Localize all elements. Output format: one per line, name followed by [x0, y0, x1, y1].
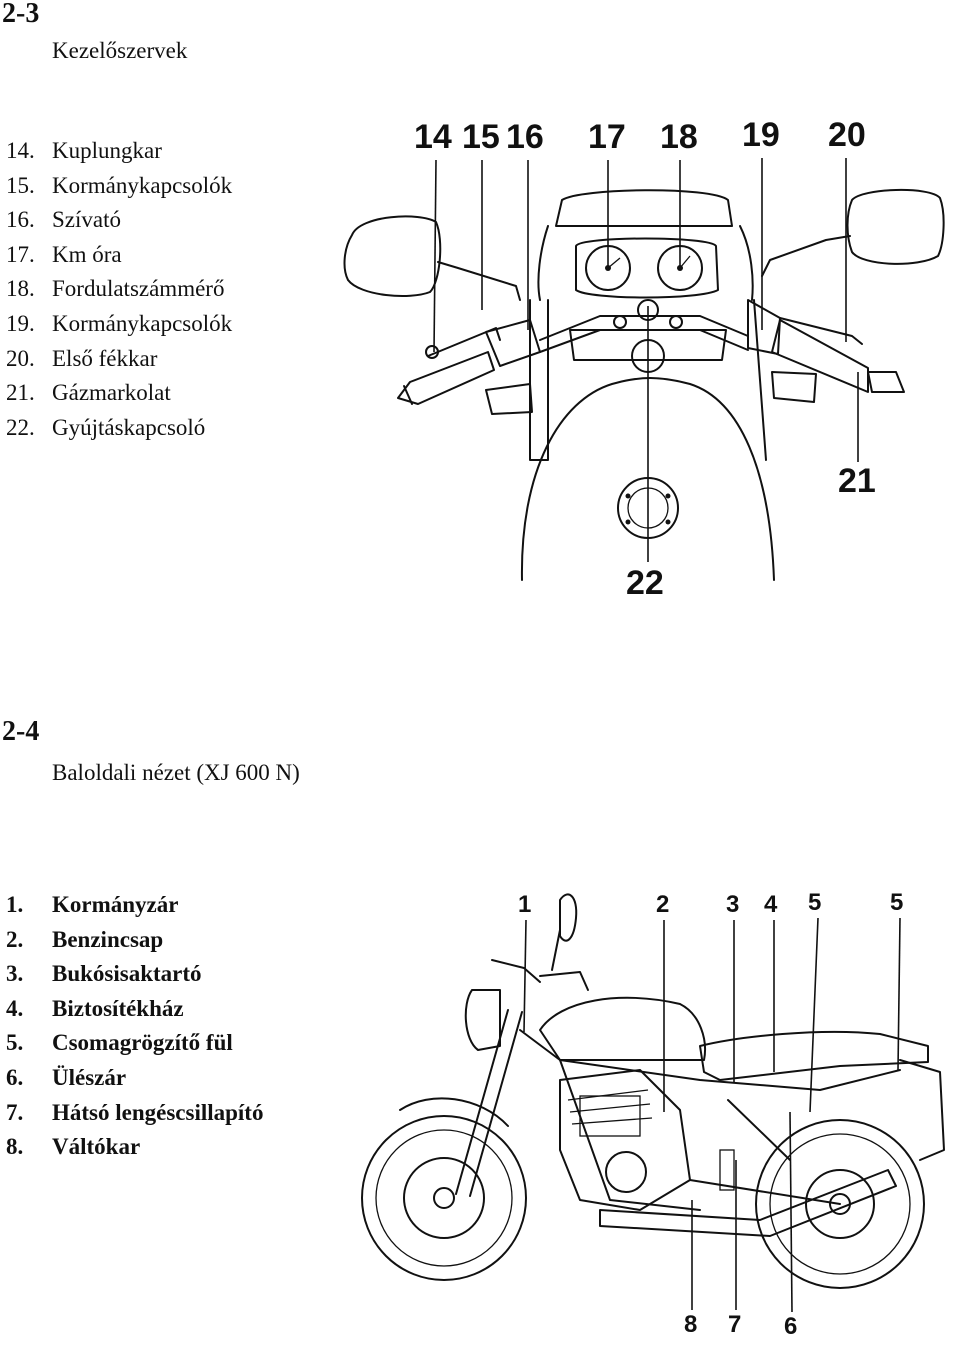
list-item: 19.Kormánykapcsolók: [6, 310, 233, 336]
callout-17: 17: [588, 118, 626, 156]
callout-18: 18: [660, 118, 698, 156]
callout-20: 20: [828, 116, 866, 154]
section-title: Kezelőszervek: [52, 38, 188, 63]
section-number: 2-4: [2, 716, 40, 747]
callout-5b: 5: [890, 889, 903, 916]
callout-14: 14: [414, 118, 452, 156]
callout-15: 15: [462, 118, 500, 156]
list-item: 18.Fordulatszámmérő: [6, 276, 225, 302]
list-item: 20.Első fékkar: [6, 345, 158, 371]
parts-list: 1.Kormányzár 2.Benzincsap 3.Bukósisaktar…: [6, 888, 263, 1165]
callout-21: 21: [838, 462, 876, 500]
list-item: 5.Csomagrögzítő fül: [6, 1030, 233, 1056]
callout-4: 4: [764, 891, 778, 918]
callout-19: 19: [742, 116, 780, 154]
list-item: 15.Kormánykapcsolók: [6, 172, 233, 198]
callout-3: 3: [726, 891, 739, 918]
section-title: Baloldali nézet (XJ 600 N): [52, 760, 300, 785]
list-item: 17.Km óra: [6, 241, 122, 267]
callout-8: 8: [684, 1311, 697, 1338]
list-item: 1.Kormányzár: [6, 892, 179, 917]
list-item: 3.Bukósisaktartó: [6, 961, 202, 987]
callout-5: 5: [808, 889, 821, 916]
callout-16: 16: [506, 118, 544, 156]
callout-6: 6: [784, 1313, 797, 1340]
callout-1: 1: [518, 891, 531, 918]
list-item: 8.Váltókar: [6, 1134, 141, 1160]
callout-22: 22: [626, 564, 664, 602]
handlebar-illustration: 14 15 16 17 18 19 20 21 22: [343, 116, 945, 602]
list-item: 21.Gázmarkolat: [6, 380, 171, 406]
list-item: 14.Kuplungkar: [6, 138, 162, 163]
section-number: 2-3: [2, 0, 40, 29]
list-item: 4.Biztosítékház: [6, 995, 184, 1021]
list-item: 6.Ülészár: [6, 1064, 127, 1090]
list-item: 16.Szívató: [6, 207, 121, 233]
parts-list: 14.Kuplungkar 15.Kormánykapcsolók 16.Szí…: [6, 134, 232, 445]
list-item: 7.Hátsó lengéscsillapító: [6, 1099, 264, 1125]
list-item: 2.Benzincsap: [6, 926, 164, 952]
list-item: 22.Gyújtáskapcsoló: [6, 414, 206, 440]
callout-2: 2: [656, 891, 669, 918]
callout-7: 7: [728, 1311, 741, 1338]
